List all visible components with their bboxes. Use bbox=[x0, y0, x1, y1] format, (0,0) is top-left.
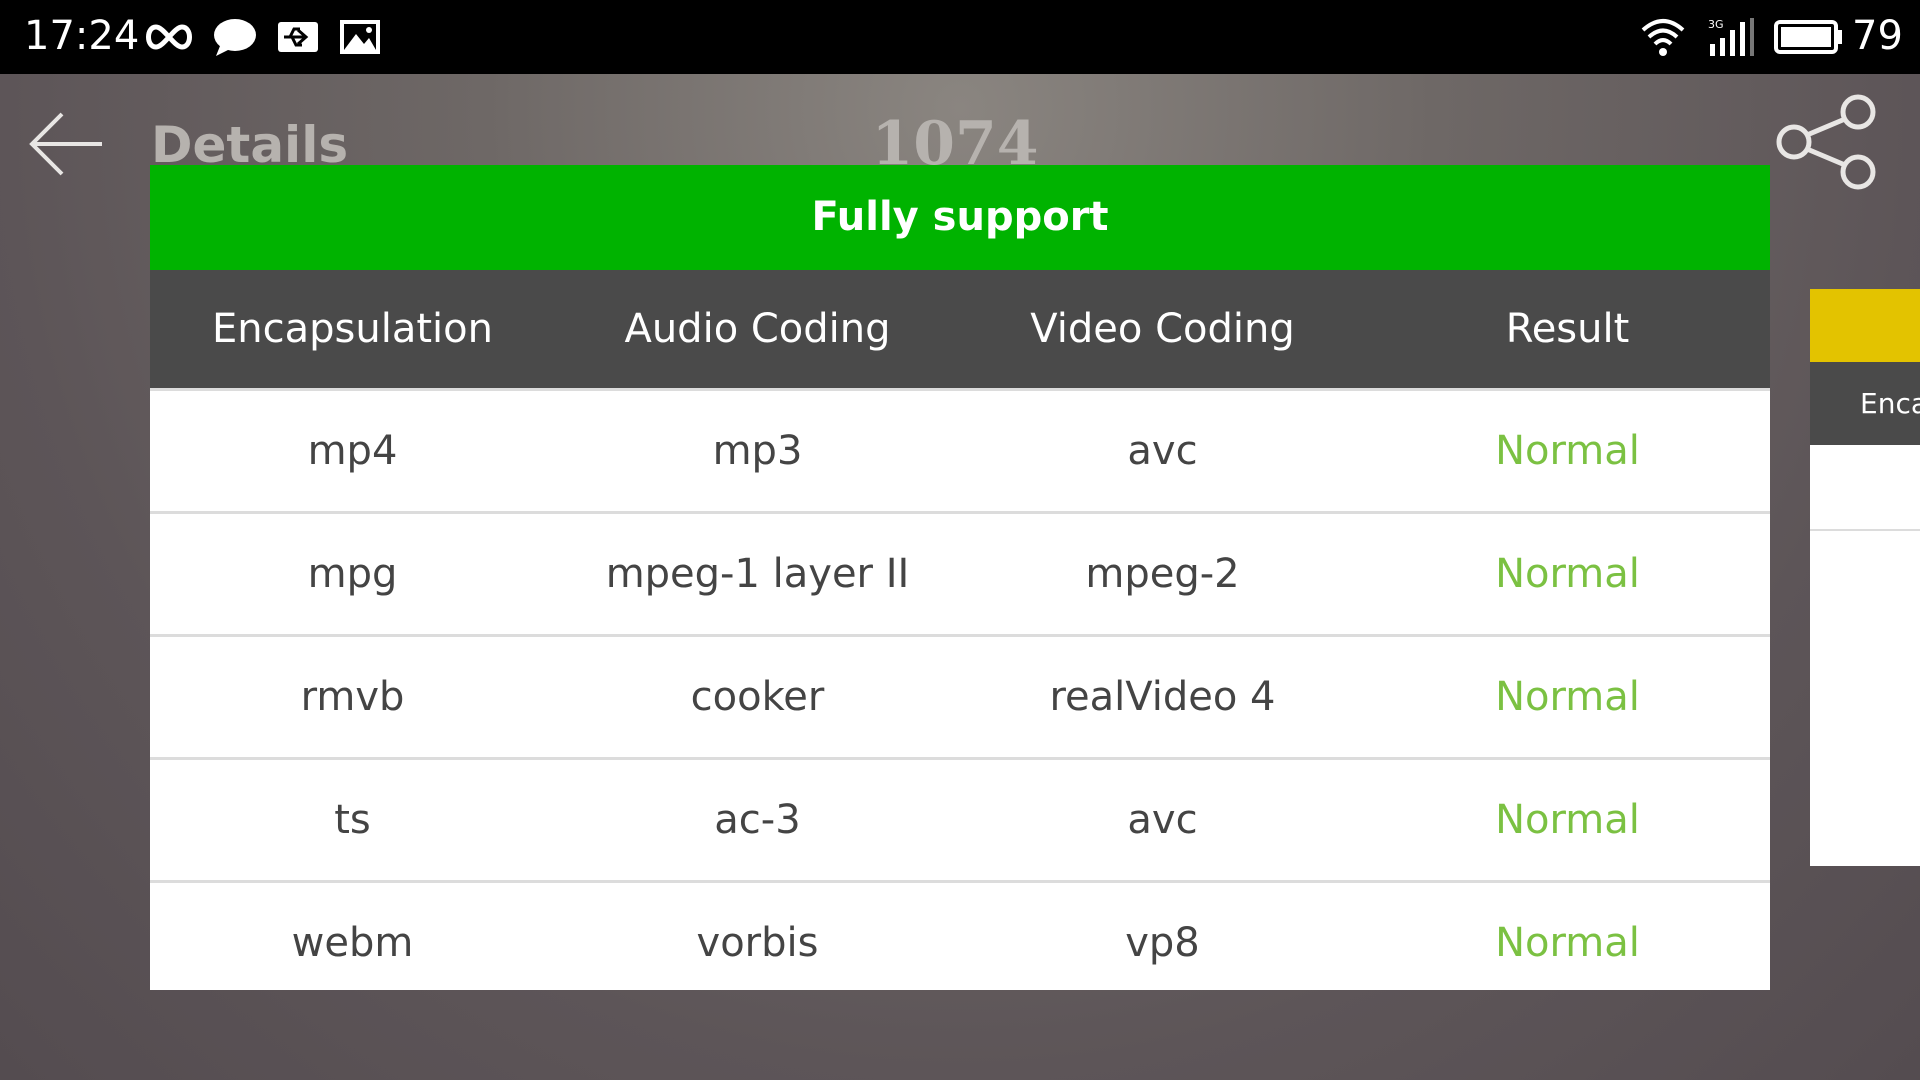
infinity-icon bbox=[146, 24, 192, 50]
cell-audio: cooker bbox=[690, 674, 825, 720]
back-arrow-icon[interactable] bbox=[26, 104, 106, 184]
next-card-banner bbox=[1810, 289, 1920, 362]
cell-audio: ac-3 bbox=[714, 797, 801, 843]
table-row: webm vorbis vp8 Normal bbox=[150, 880, 1770, 990]
page-title: Details bbox=[151, 116, 349, 174]
battery-icon bbox=[1774, 20, 1842, 54]
battery-percent: 79 bbox=[1852, 13, 1903, 59]
cell-encapsulation: rmvb bbox=[300, 674, 405, 720]
table-row: mpg mpeg-1 layer II mpeg-2 Normal bbox=[150, 511, 1770, 634]
cell-encapsulation: ts bbox=[334, 797, 371, 843]
wifi-icon bbox=[1641, 19, 1685, 56]
image-icon bbox=[340, 20, 380, 54]
status-time: 17:24 bbox=[24, 13, 140, 59]
cell-result: Normal bbox=[1495, 920, 1640, 966]
chat-bubble-icon bbox=[214, 19, 256, 56]
table-row: rmvb cooker realVideo 4 Normal bbox=[150, 634, 1770, 757]
cell-encapsulation: mpg bbox=[307, 551, 398, 597]
status-bar: 17:24 3G 79 bbox=[0, 0, 1920, 74]
cell-audio: mp3 bbox=[712, 428, 803, 474]
cell-result: Normal bbox=[1495, 428, 1640, 474]
cell-audio: vorbis bbox=[696, 920, 819, 966]
support-banner: Fully support bbox=[150, 165, 1770, 270]
cell-video: mpeg-2 bbox=[1085, 551, 1240, 597]
table-row: mp4 mp3 avc Normal bbox=[150, 388, 1770, 511]
cell-result: Normal bbox=[1495, 551, 1640, 597]
cell-video: vp8 bbox=[1125, 920, 1200, 966]
svg-text:3G: 3G bbox=[1708, 18, 1724, 31]
support-card: Fully support Encapsulation Audio Coding… bbox=[150, 165, 1770, 990]
cell-result: Normal bbox=[1495, 797, 1640, 843]
signal-3g-icon: 3G bbox=[1708, 18, 1754, 56]
cell-video: avc bbox=[1127, 428, 1198, 474]
table-row: ts ac-3 avc Normal bbox=[150, 757, 1770, 880]
next-card-peek[interactable]: Enca bbox=[1810, 289, 1920, 866]
next-card-column-header: Enca bbox=[1810, 362, 1920, 445]
cell-video: avc bbox=[1127, 797, 1198, 843]
usb-icon bbox=[278, 22, 318, 52]
next-card-row bbox=[1810, 445, 1920, 531]
cell-encapsulation: webm bbox=[291, 920, 414, 966]
column-header-result: Result bbox=[1505, 306, 1630, 352]
cell-result: Normal bbox=[1495, 674, 1640, 720]
cell-encapsulation: mp4 bbox=[307, 428, 398, 474]
share-icon[interactable] bbox=[1772, 92, 1882, 202]
column-header-audio-coding: Audio Coding bbox=[624, 306, 891, 352]
column-header-video-coding: Video Coding bbox=[1030, 306, 1295, 352]
cell-audio: mpeg-1 layer II bbox=[605, 551, 910, 597]
table-header: Encapsulation Audio Coding Video Coding … bbox=[150, 270, 1770, 388]
cell-video: realVideo 4 bbox=[1049, 674, 1276, 720]
column-header-encapsulation: Encapsulation bbox=[212, 306, 493, 352]
